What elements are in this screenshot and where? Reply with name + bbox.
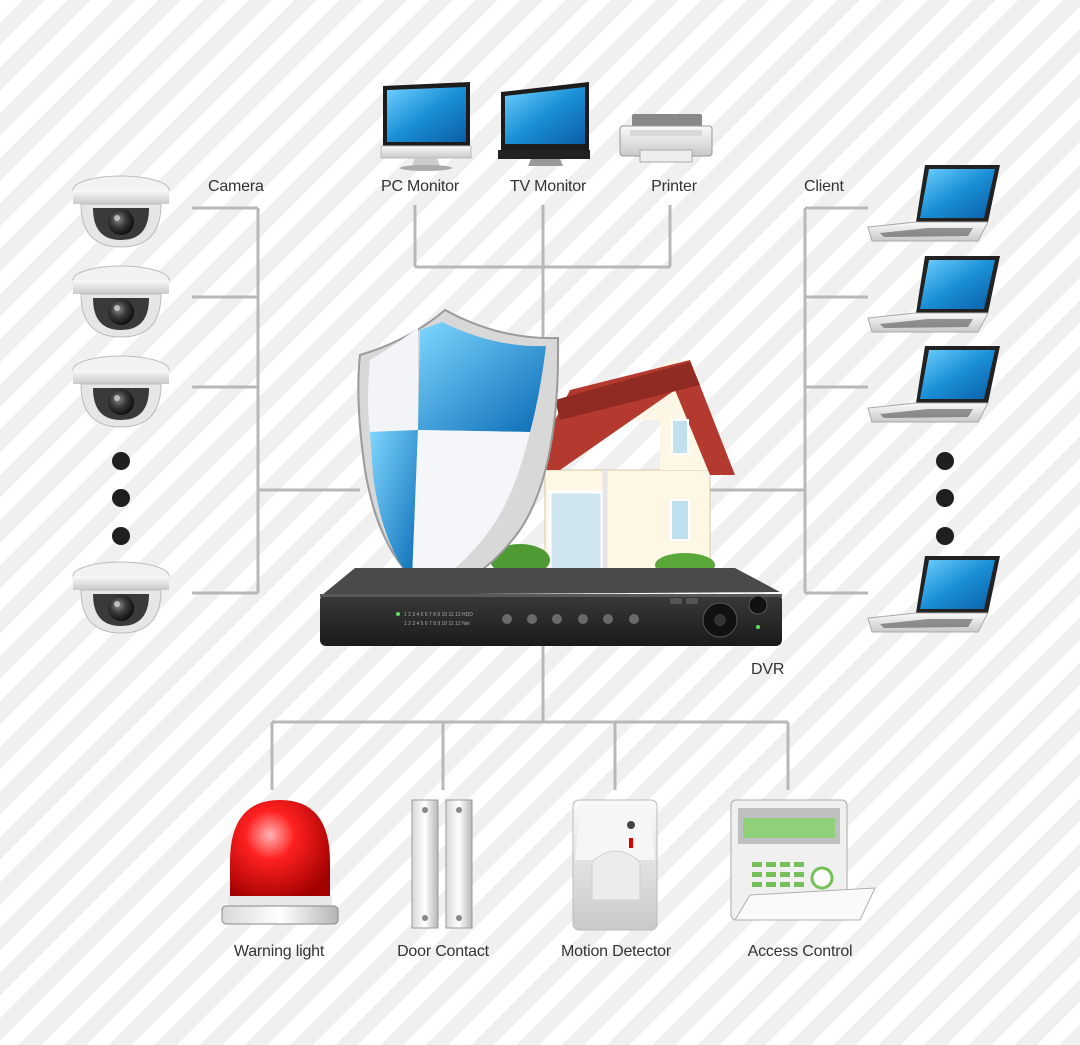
siren-icon	[221, 800, 339, 925]
camera-label: Camera	[208, 178, 264, 195]
laptop-icon	[867, 255, 1001, 333]
client-label: Client	[804, 178, 844, 195]
door-contact-label: Door Contact	[397, 943, 489, 960]
dome-camera-icon	[72, 561, 170, 634]
dvr-channel-row-top: 1 2 3 4 5 6 7 8 9 10 11 12 HDD	[404, 612, 473, 618]
shield-icon	[357, 308, 560, 594]
tv-monitor-label: TV Monitor	[509, 178, 587, 195]
dome-camera-icon	[72, 175, 170, 248]
door-contact-icon	[411, 799, 473, 929]
printer-icon	[619, 114, 713, 163]
ellipsis-dot	[936, 527, 954, 545]
laptop-icon	[867, 555, 1001, 633]
dvr-label: DVR	[751, 661, 785, 678]
camera-group	[72, 175, 170, 634]
client-group	[867, 164, 1001, 633]
dvr-channel-row-bottom: 1 2 3 4 5 6 7 8 9 10 11 12 Net	[404, 621, 470, 627]
pc-monitor-icon	[380, 82, 472, 171]
access-control-label: Access Control	[747, 943, 853, 960]
pc-monitor-label: PC Monitor	[380, 178, 460, 195]
motion-detector-label: Motion Detector	[561, 943, 671, 960]
ellipsis-dot	[936, 452, 954, 470]
dome-camera-icon	[72, 355, 170, 428]
dvr-icon	[320, 568, 782, 646]
tv-monitor-icon	[498, 82, 590, 166]
dome-camera-icon	[72, 265, 170, 338]
connector-lines	[192, 205, 868, 790]
laptop-icon	[867, 345, 1001, 423]
ellipsis-dot	[112, 489, 130, 507]
ellipsis-dot	[936, 489, 954, 507]
keypad-icon	[730, 799, 876, 921]
printer-label: Printer	[651, 178, 697, 195]
ellipsis-dot	[112, 527, 130, 545]
warning-light-label: Warning light	[233, 943, 325, 960]
ellipsis-dot	[112, 452, 130, 470]
motion-detector-icon	[572, 799, 658, 931]
laptop-icon	[867, 164, 1001, 242]
